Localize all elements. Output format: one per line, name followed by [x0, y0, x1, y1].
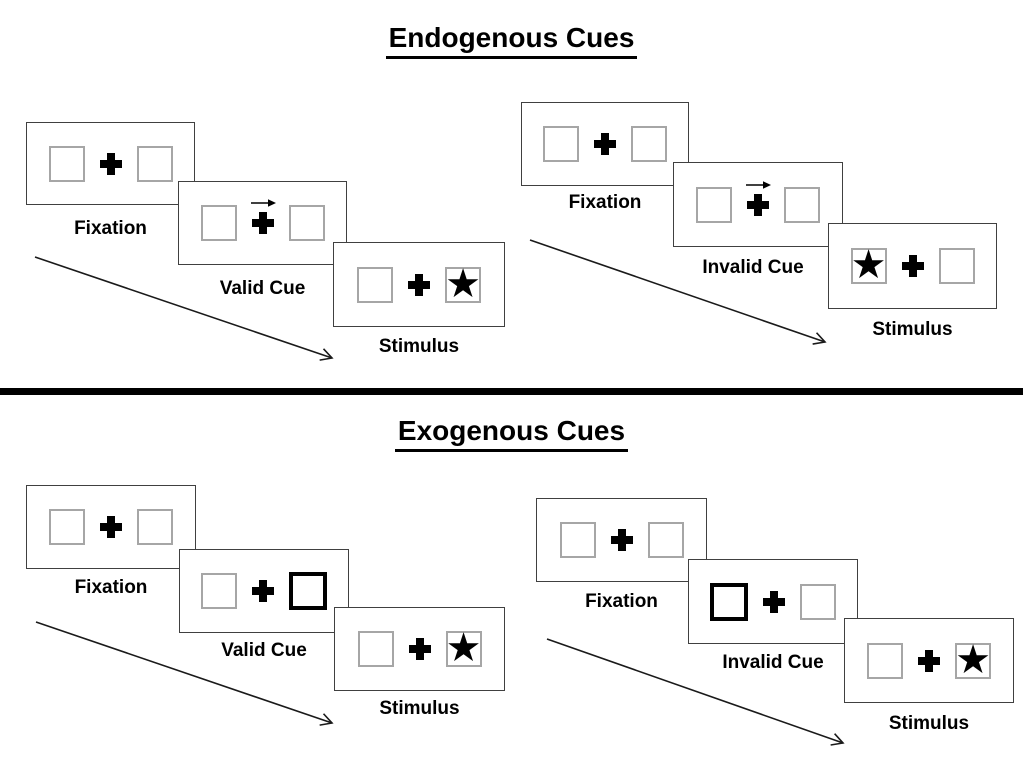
- star-box: ★: [445, 626, 482, 670]
- endogenous-valid-stimulus-card: ★: [333, 242, 505, 327]
- star-stimulus: ★: [445, 261, 481, 306]
- left-box: [49, 509, 85, 545]
- cross-glyph: [747, 193, 769, 216]
- left-box: [200, 205, 237, 241]
- right-box: [647, 522, 684, 558]
- fixation-cross-icon: [408, 273, 430, 296]
- step-label-fixation: Fixation: [74, 577, 148, 598]
- section-divider: [0, 388, 1023, 395]
- cross-glyph: [251, 212, 274, 234]
- endogenous-invalid-fixation-card: [521, 102, 689, 186]
- fixation-cross-icon: [594, 133, 616, 155]
- time-arrow: [529, 239, 827, 345]
- right-box: [288, 205, 325, 241]
- exogenous-invalid-cue-card: [688, 559, 858, 644]
- cross-glyph: [408, 638, 431, 660]
- step-label-invalid-cue: Invalid Cue: [702, 257, 804, 278]
- left-box: [357, 631, 394, 667]
- exogenous-valid-cue-card: [179, 549, 349, 633]
- right-arrow-cue-icon: [250, 199, 276, 207]
- fixation-cross-icon: [763, 590, 785, 613]
- star-stimulus: ★: [955, 637, 991, 682]
- endogenous-valid-cue-card: [178, 181, 347, 265]
- cross-glyph: [408, 273, 430, 296]
- fixation-cross-icon: [252, 580, 274, 602]
- star-stimulus: ★: [850, 243, 887, 287]
- star-box: ★: [955, 637, 991, 682]
- left-box: [696, 186, 732, 223]
- exogenous-valid-fixation-card: [26, 485, 196, 569]
- left-box: [867, 642, 903, 679]
- cross-glyph: [100, 516, 122, 538]
- star-stimulus: ★: [445, 626, 482, 670]
- endogenous-invalid-cue-card: [673, 162, 843, 247]
- endogenous-title-text: Endogenous Cues: [385, 22, 638, 59]
- step-label-invalid-cue: Invalid Cue: [722, 652, 824, 673]
- right-box-cue-highlight: [289, 572, 327, 610]
- fixation-cross-icon: [610, 529, 633, 551]
- step-label-valid-cue: Valid Cue: [219, 278, 306, 299]
- endogenous-invalid-stimulus-card: ★: [828, 223, 997, 309]
- right-box: [136, 145, 173, 182]
- right-arrow-cue-icon: [746, 180, 771, 189]
- step-label-fixation: Fixation: [74, 218, 147, 239]
- left-box-cue-highlight: [710, 582, 748, 621]
- left-box: [48, 145, 85, 182]
- cross-glyph: [594, 133, 616, 155]
- cross-glyph: [252, 580, 274, 602]
- time-arrow: [546, 638, 845, 746]
- left-box: [357, 266, 393, 303]
- fixation-cross-icon: [901, 255, 924, 277]
- fixation-cross-icon: [408, 638, 431, 660]
- right-box: [784, 186, 820, 223]
- time-arrow: [35, 621, 334, 726]
- right-box: [137, 509, 173, 545]
- step-label-fixation: Fixation: [568, 192, 642, 213]
- fixation-cross-icon: [250, 199, 276, 234]
- right-box: [938, 248, 975, 284]
- fixation-cross-icon: [746, 180, 771, 216]
- endogenous-section-title: Endogenous Cues: [0, 22, 1023, 59]
- exogenous-invalid-stimulus-card: ★: [844, 618, 1014, 703]
- cross-glyph: [901, 255, 924, 277]
- exogenous-valid-stimulus-card: ★: [334, 607, 505, 691]
- cross-glyph: [99, 152, 122, 175]
- star-box: ★: [445, 261, 481, 306]
- step-label-stimulus: Stimulus: [379, 698, 460, 719]
- exogenous-section-title: Exogenous Cues: [0, 415, 1023, 452]
- fixation-cross-icon: [99, 152, 122, 175]
- cross-glyph: [918, 649, 940, 672]
- step-label-stimulus: Stimulus: [888, 713, 970, 734]
- star-box: ★: [850, 243, 887, 287]
- exogenous-title-text: Exogenous Cues: [394, 415, 629, 452]
- time-arrow: [34, 256, 334, 361]
- fixation-cross-icon: [100, 516, 122, 538]
- endogenous-valid-fixation-card: [26, 122, 195, 205]
- step-label-stimulus: Stimulus: [378, 336, 460, 357]
- exogenous-invalid-fixation-card: [536, 498, 707, 582]
- right-box: [631, 126, 667, 162]
- step-label-fixation: Fixation: [585, 591, 658, 612]
- step-label-valid-cue: Valid Cue: [221, 640, 307, 661]
- left-box: [201, 573, 237, 609]
- cross-glyph: [763, 590, 785, 613]
- left-box: [543, 126, 579, 162]
- fixation-cross-icon: [918, 649, 940, 672]
- right-box: [800, 583, 836, 620]
- cross-glyph: [610, 529, 633, 551]
- step-label-stimulus: Stimulus: [872, 319, 953, 340]
- left-box: [559, 522, 596, 558]
